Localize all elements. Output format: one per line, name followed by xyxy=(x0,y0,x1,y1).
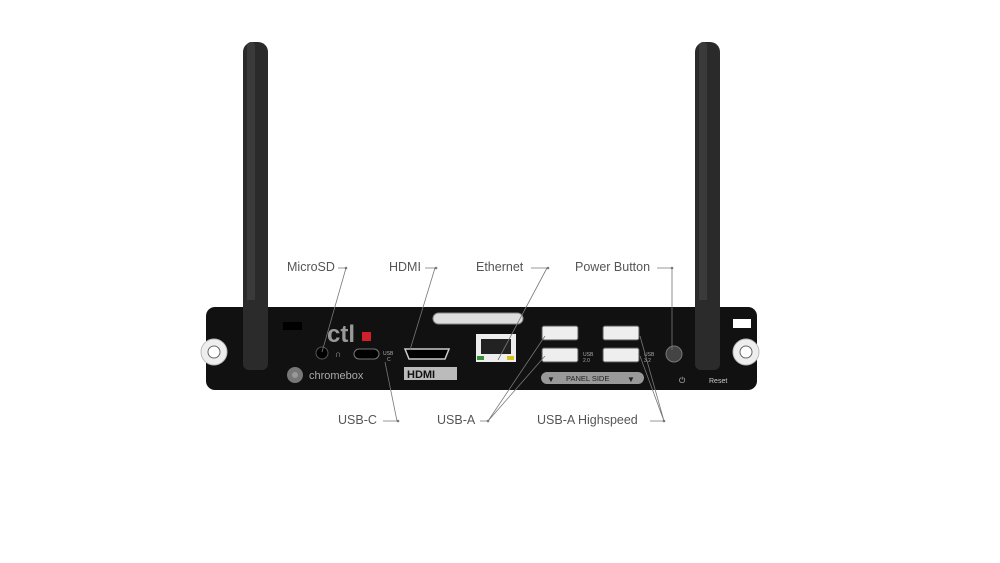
power-icon: ⏻ xyxy=(679,376,686,385)
device-detail xyxy=(733,319,751,328)
callout-power-button: Power Button xyxy=(575,260,651,274)
left-screw-icon xyxy=(200,338,228,366)
product-name: chromebox xyxy=(309,370,364,382)
left-antenna xyxy=(243,42,268,370)
device-detail: C xyxy=(387,357,391,363)
callout-usb-c: USB-C xyxy=(338,413,377,427)
device-detail xyxy=(404,367,457,380)
right-antenna xyxy=(695,42,720,370)
usb-c-port xyxy=(353,348,380,360)
handle xyxy=(432,312,524,325)
headphone-icon: ∩ xyxy=(335,349,341,359)
panel-side-label: PANEL SIDE xyxy=(566,374,609,383)
device-detail xyxy=(434,266,438,270)
device-detail xyxy=(477,356,484,360)
device-detail xyxy=(247,42,255,362)
callout-usb-a: USB-A xyxy=(437,413,476,427)
device-detail: ▼ xyxy=(547,375,555,384)
device-detail xyxy=(481,339,511,354)
device-detail xyxy=(486,419,490,423)
device-detail: USB xyxy=(583,352,594,358)
device-detail xyxy=(292,372,298,378)
device-detail xyxy=(670,266,674,270)
device-detail xyxy=(344,266,348,270)
device-detail xyxy=(699,42,707,362)
device-detail xyxy=(344,266,674,423)
callout-usb-a-highspeed: USB-A Highspeed xyxy=(537,413,638,427)
reset-label: Reset xyxy=(709,378,727,385)
device-detail xyxy=(541,347,579,363)
device-detail xyxy=(207,345,221,359)
device-detail xyxy=(602,347,640,363)
device-detail xyxy=(662,419,666,423)
device-detail xyxy=(695,300,720,370)
device-detail xyxy=(396,419,400,423)
device-detail xyxy=(602,325,640,341)
callout-hdmi: HDMI xyxy=(389,260,421,274)
hdmi-logo: HDMI xyxy=(407,369,435,381)
hdmi-port xyxy=(403,348,451,360)
device-detail xyxy=(362,332,371,341)
device-detail: USB xyxy=(383,351,394,357)
callout-microsd: MicroSD xyxy=(287,260,335,274)
device-detail: 2.0 xyxy=(583,358,590,364)
right-screw-icon xyxy=(732,338,760,366)
device-detail: ▼ xyxy=(627,375,635,384)
callout-ethernet: Ethernet xyxy=(476,260,524,274)
ctl-logo: ctl xyxy=(327,321,355,348)
device-detail xyxy=(243,300,268,370)
microsd-slot xyxy=(315,346,329,360)
device-detail: 3.2 xyxy=(644,358,651,364)
device-detail xyxy=(507,356,514,360)
device-detail xyxy=(546,266,550,270)
usb-a-ports xyxy=(541,325,640,363)
device-detail: USB xyxy=(644,352,655,358)
device-detail xyxy=(541,325,579,341)
device-detail xyxy=(739,345,753,359)
power-button[interactable] xyxy=(665,345,683,363)
device-detail xyxy=(541,372,644,384)
device-detail xyxy=(283,322,302,330)
